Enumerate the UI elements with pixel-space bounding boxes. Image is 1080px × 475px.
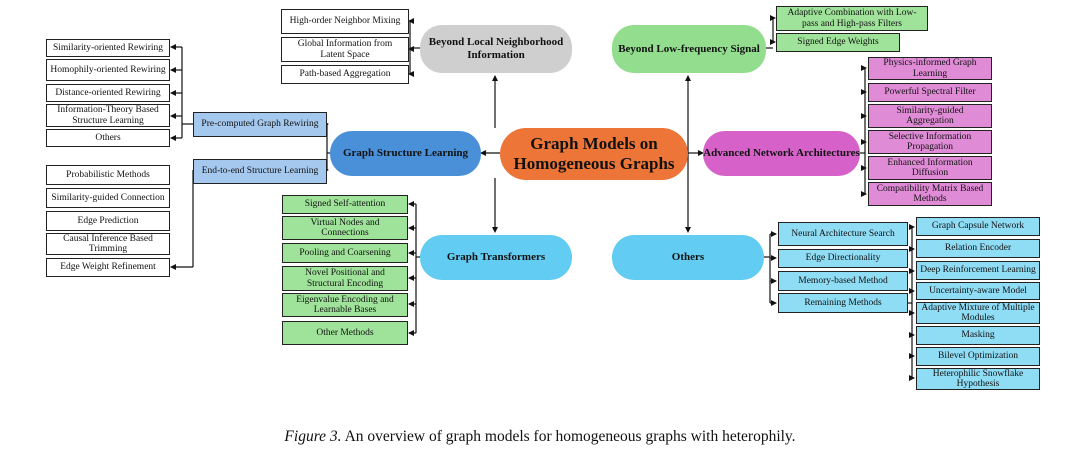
leaf-compatibility-matrix: Compatibility Matrix Based Methods	[868, 182, 992, 206]
leaf-edge-prediction: Edge Prediction	[46, 211, 170, 231]
leaf-remaining-methods: Remaining Methods	[778, 293, 908, 313]
leaf-memory-based: Memory-based Method	[778, 271, 908, 291]
leaf-signed-edge-weights: Signed Edge Weights	[776, 33, 900, 52]
leaf-precomputed-others: Others	[46, 129, 170, 147]
sub-end-to-end-learning: End-to-end Structure Learning	[193, 159, 327, 184]
leaf-uncertainty-aware: Uncertainty-aware Model	[916, 282, 1040, 300]
leaf-bilevel-optimization: Bilevel Optimization	[916, 347, 1040, 366]
leaf-causal-trimming: Causal Inference Based Trimming	[46, 233, 170, 255]
leaf-deep-rl: Deep Reinforcement Learning	[916, 261, 1040, 280]
sub-precomputed-rewiring: Pre-computed Graph Rewiring	[193, 112, 327, 137]
leaf-virtual-nodes: Virtual Nodes and Connections	[282, 216, 408, 240]
leaf-similarity-connection: Similarity-guided Connection	[46, 188, 170, 208]
leaf-pooling-coarsening: Pooling and Coarsening	[282, 243, 408, 263]
leaf-eigenvalue-encoding: Eigenvalue Encoding and Learnable Bases	[282, 293, 408, 317]
branch-structure-learning: Graph Structure Learning	[330, 131, 481, 176]
leaf-nas: Neural Architecture Search	[778, 222, 908, 246]
leaf-similarity-aggregation: Similarity-guided Aggregation	[868, 104, 992, 128]
leaf-path-aggregation: Path-based Aggregation	[281, 65, 409, 84]
leaf-global-info-latent: Global Information from Latent Space	[281, 37, 409, 62]
leaf-spectral-filter: Powerful Spectral Filter	[868, 83, 992, 102]
leaf-high-order-mixing: High-order Neighbor Mixing	[281, 9, 409, 34]
leaf-edge-directionality: Edge Directionality	[778, 249, 908, 268]
central-node: Graph Models on Homogeneous Graphs	[500, 128, 688, 180]
branch-beyond-local: Beyond Local Neighborhood Information	[420, 25, 572, 73]
figure-label: Figure 3.	[284, 428, 342, 445]
leaf-similarity-rewiring: Similarity-oriented Rewiring	[46, 39, 170, 57]
leaf-adaptive-mixture: Adaptive Mixture of Multiple Modules	[916, 302, 1040, 324]
leaf-enhanced-diffusion: Enhanced Information Diffusion	[868, 156, 992, 180]
branch-transformers: Graph Transformers	[420, 235, 572, 280]
figure-caption: Figure 3. An overview of graph models fo…	[0, 428, 1080, 446]
leaf-info-theory-learning: Information-Theory Based Structure Learn…	[46, 104, 170, 127]
leaf-distance-rewiring: Distance-oriented Rewiring	[46, 84, 170, 102]
leaf-relation-encoder: Relation Encoder	[916, 239, 1040, 258]
leaf-probabilistic-methods: Probabilistic Methods	[46, 165, 170, 185]
leaf-signed-self-attention: Signed Self-attention	[282, 195, 408, 214]
leaf-homophily-rewiring: Homophily-oriented Rewiring	[46, 59, 170, 81]
leaf-adaptive-combination: Adaptive Combination with Low-pass and H…	[776, 6, 928, 31]
leaf-selective-propagation: Selective Information Propagation	[868, 130, 992, 154]
branch-advanced-arch: Advanced Network Architectures	[703, 131, 860, 176]
leaf-other-methods: Other Methods	[282, 321, 408, 345]
leaf-heterophilic-snowflake: Heterophilic Snowflake Hypothesis	[916, 368, 1040, 390]
leaf-positional-encoding: Novel Positional and Structural Encoding	[282, 266, 408, 291]
leaf-physics-informed: Physics-informed Graph Learning	[868, 57, 992, 80]
branch-others: Others	[612, 235, 764, 280]
leaf-masking: Masking	[916, 326, 1040, 345]
figure-caption-text: An overview of graph models for homogene…	[344, 428, 796, 445]
leaf-edge-weight-refinement: Edge Weight Refinement	[46, 258, 170, 277]
branch-beyond-lowfreq: Beyond Low-frequency Signal	[612, 25, 766, 73]
leaf-graph-capsule: Graph Capsule Network	[916, 217, 1040, 236]
